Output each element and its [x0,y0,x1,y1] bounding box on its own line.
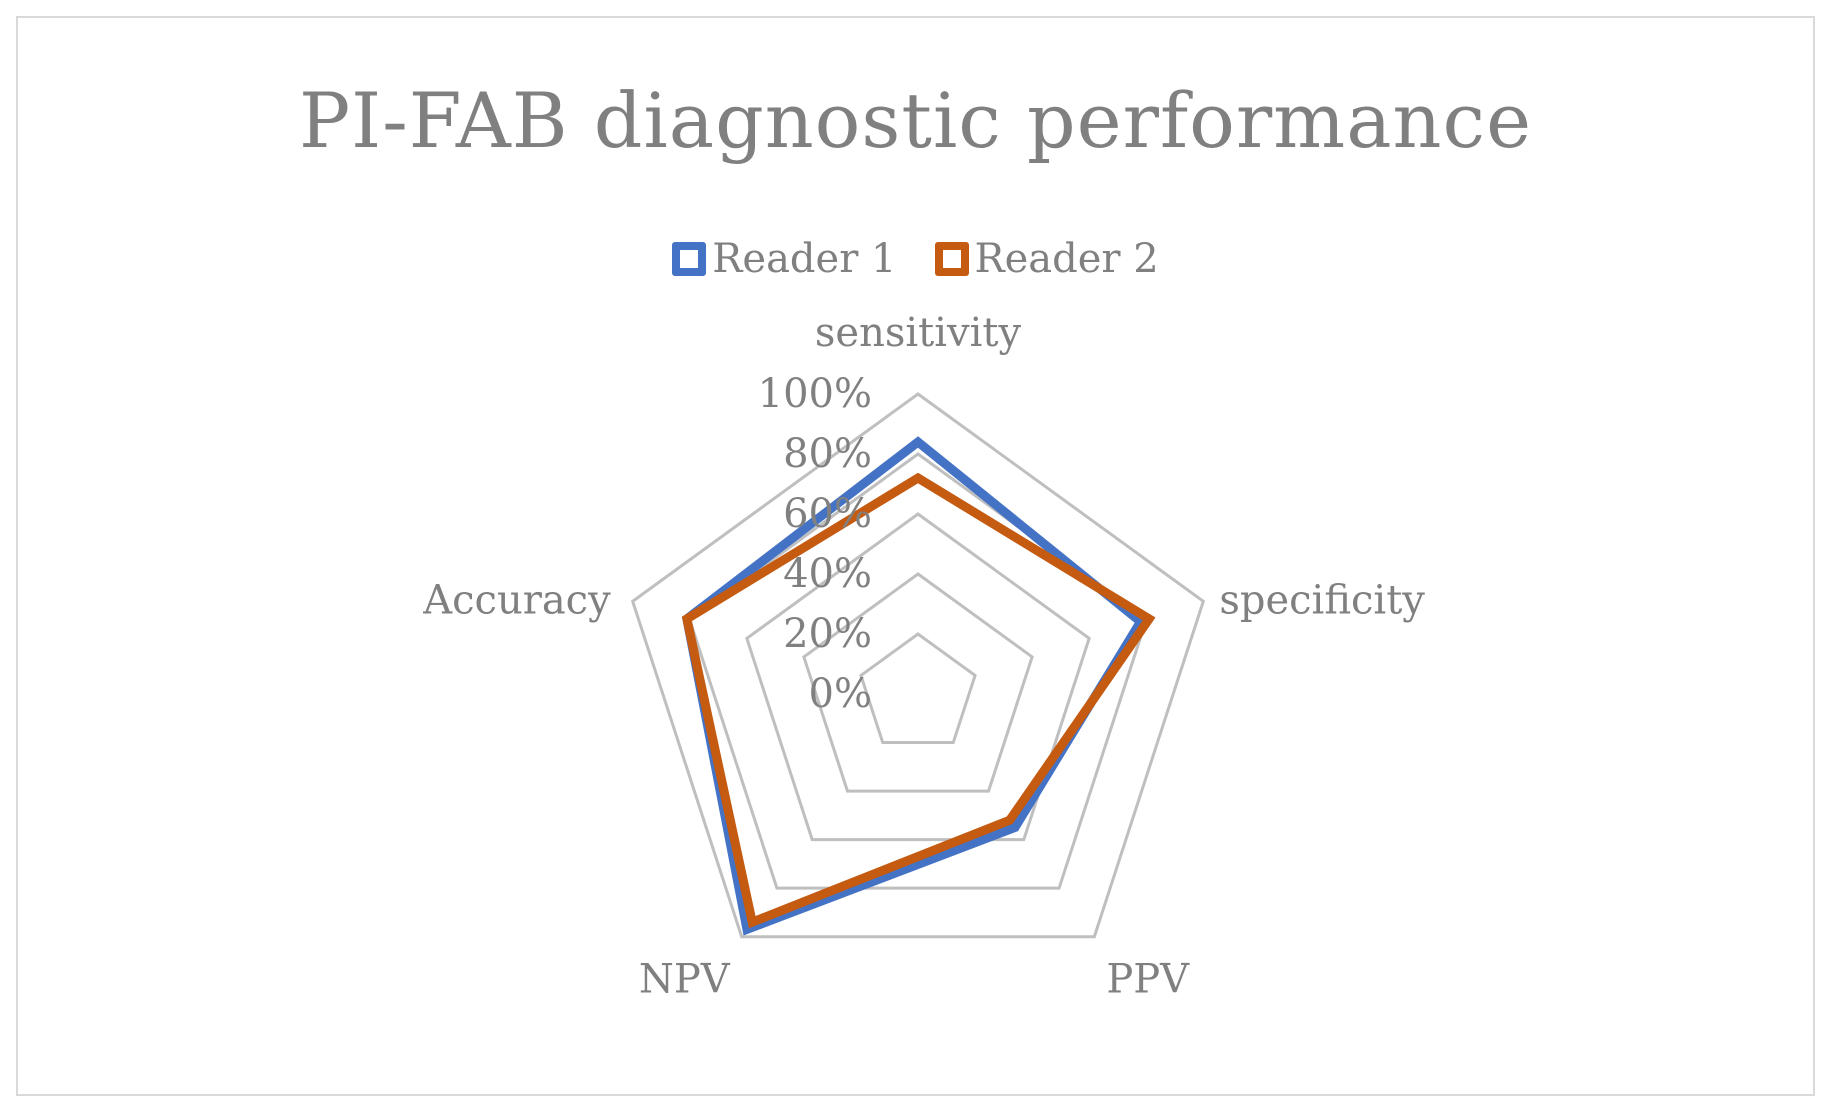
legend-label-reader-2: Reader 2 [974,236,1159,282]
legend-item-reader-1: Reader 1 [672,236,897,282]
chart-title: PI-FAB diagnostic performance [298,76,1533,165]
tick-label-0: 0% [809,671,872,717]
tick-label-2: 40% [783,551,872,597]
grid-ring-3 [745,512,1091,842]
legend-label-reader-1: Reader 1 [712,236,897,282]
grid-ring-1 [859,632,977,745]
legend-swatch-reader-2 [934,242,969,276]
tick-label-4: 80% [783,431,872,477]
legend-item-reader-2: Reader 2 [934,236,1159,282]
tick-label-5: 100% [758,371,872,417]
category-label-sensitivity: sensitivity [815,310,1022,356]
category-label-specificity: specificity [1219,577,1425,623]
chart-legend: Reader 1 Reader 2 [18,236,1813,282]
grid-ring-2 [802,572,1034,793]
chart-frame: PI-FAB diagnostic performance Reader 1 R… [16,16,1815,1096]
category-label-npv: NPV [639,957,731,1003]
tick-label-3: 60% [783,491,872,537]
legend-swatch-reader-1 [672,242,707,276]
category-label-accuracy: Accuracy [422,577,611,623]
tick-label-1: 20% [783,611,872,657]
grid-ring-5 [630,392,1206,939]
category-label-ppv: PPV [1106,957,1190,1003]
series-line-reader-2 [681,472,1156,929]
